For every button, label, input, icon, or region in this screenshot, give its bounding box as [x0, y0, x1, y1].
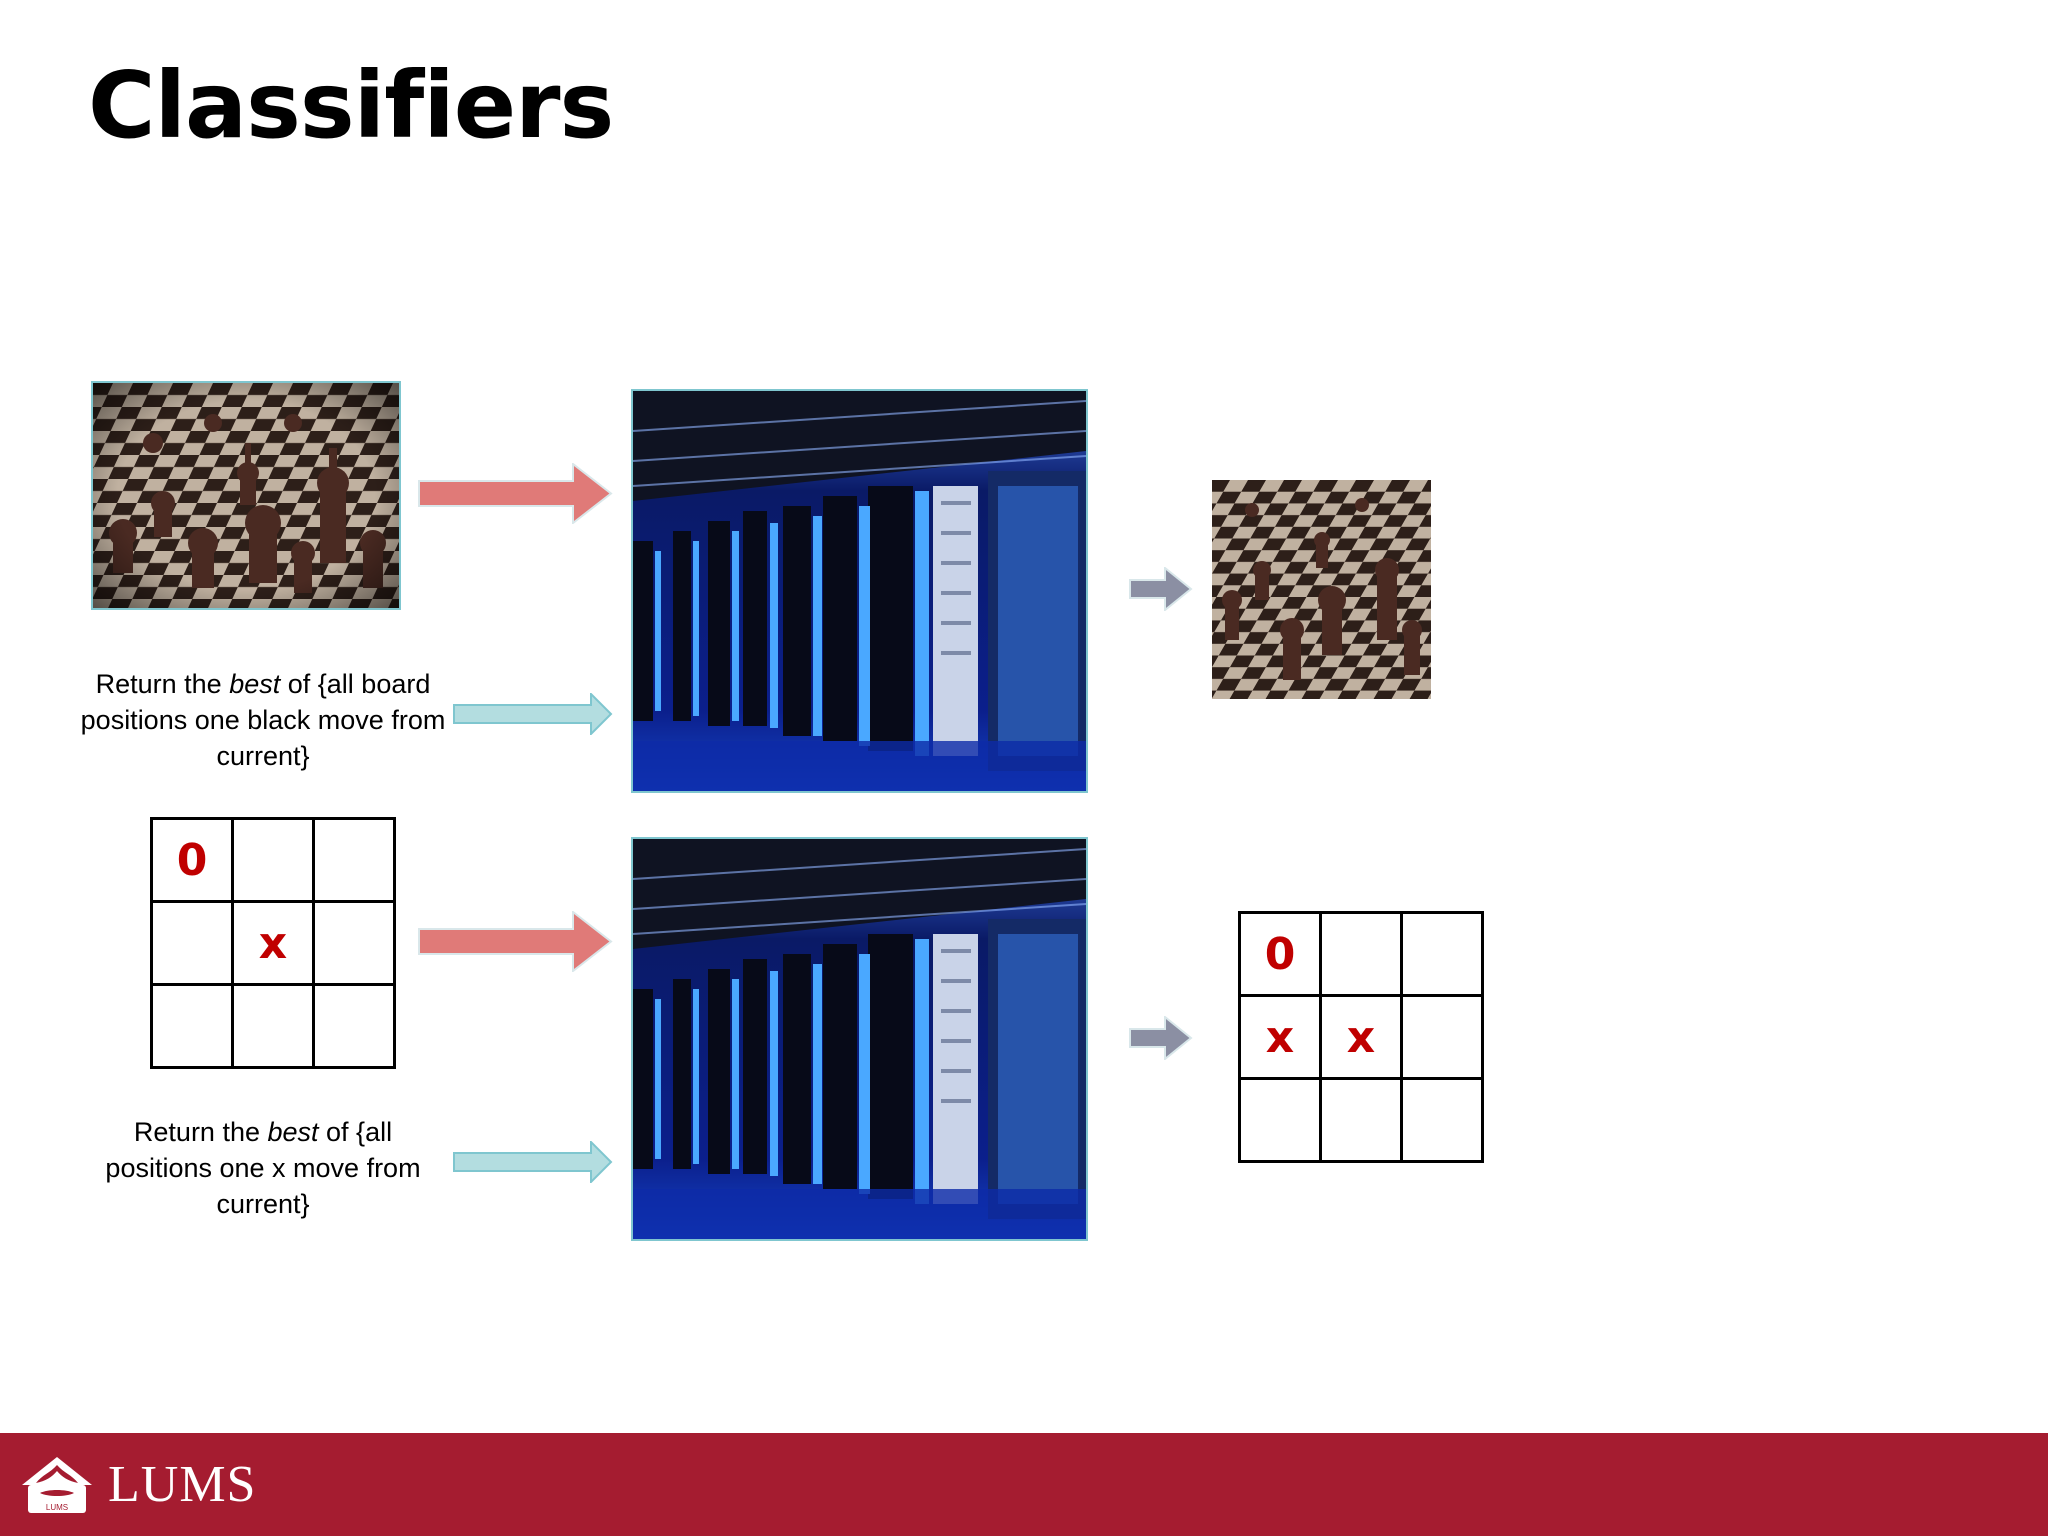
ttt-cell	[1238, 1077, 1322, 1163]
ttt-input-board: 0 x	[150, 817, 396, 1069]
ttt-cell	[312, 900, 396, 986]
chess-input-arrow	[418, 463, 613, 524]
logo-subtext: LUMS	[46, 1503, 68, 1512]
lums-logo-icon: LUMS	[20, 1455, 94, 1517]
ttt-cell	[1319, 1077, 1403, 1163]
ttt-cell	[150, 983, 234, 1069]
caption-text-end: of {all board positions one black move f…	[80, 669, 446, 771]
chess-output-arrow	[1129, 567, 1193, 611]
ttt-cell: x	[1319, 994, 1403, 1080]
caption-text-end: of {all positions one x move from curren…	[105, 1117, 421, 1219]
ttt-cell	[1400, 1077, 1484, 1163]
ttt-output-arrow	[1129, 1016, 1193, 1060]
ttt-cell: 0	[150, 817, 234, 903]
ttt-cell: 0	[1238, 911, 1322, 997]
ttt-cell	[312, 817, 396, 903]
chess-input-image	[91, 381, 401, 610]
ttt-cell: x	[231, 900, 315, 986]
ttt-cell	[1319, 911, 1403, 997]
ttt-cell	[150, 900, 234, 986]
ttt-input-arrow	[418, 911, 613, 972]
chess-output-image	[1212, 480, 1431, 699]
ttt-cell	[231, 817, 315, 903]
ttt-cell: x	[1238, 994, 1322, 1080]
ttt-rule-arrow	[453, 1141, 613, 1183]
caption-text-start: Return the	[133, 1117, 268, 1147]
chess-rule-caption: Return the best of {all board positions …	[78, 666, 448, 774]
caption-text-start: Return the	[95, 669, 230, 699]
ttt-cell	[312, 983, 396, 1069]
ttt-cell	[231, 983, 315, 1069]
slide-title: Classifiers	[88, 52, 614, 159]
caption-emphasis: best	[229, 669, 281, 699]
footer-logo-text: LUMS	[108, 1456, 257, 1513]
ttt-output-board: 0 x x	[1238, 911, 1484, 1163]
ttt-machine-image	[631, 837, 1088, 1241]
footer-bar: LUMS LUMS	[0, 1433, 2048, 1536]
caption-emphasis: best	[267, 1117, 319, 1147]
ttt-cell	[1400, 994, 1484, 1080]
chess-rule-arrow	[453, 693, 613, 735]
chess-machine-image	[631, 389, 1088, 793]
ttt-cell	[1400, 911, 1484, 997]
ttt-rule-caption: Return the best of {all positions one x …	[78, 1114, 448, 1222]
